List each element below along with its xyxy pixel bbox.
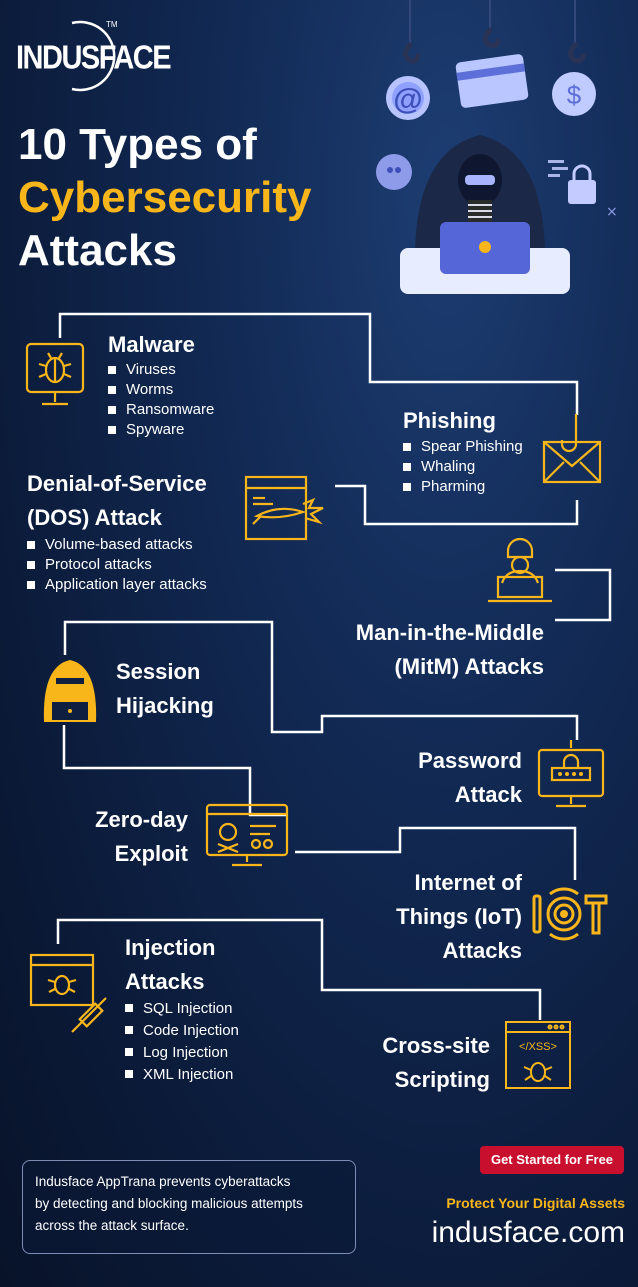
list-item: SQL Injection bbox=[125, 998, 239, 1020]
browser-rocket-icon bbox=[244, 475, 324, 541]
list-item: Ransomware bbox=[108, 400, 214, 420]
mitm-title-line2: (MitM) Attacks bbox=[394, 654, 544, 679]
list-item: Pharming bbox=[403, 477, 523, 497]
blurb-line2: by detecting and blocking malicious atte… bbox=[35, 1196, 303, 1211]
zeroday-title-line2: Exploit bbox=[114, 841, 188, 866]
dos-list: Volume-based attacks Protocol attacks Ap… bbox=[27, 535, 207, 595]
mitm-title: Man-in-the-Middle (MitM) Attacks bbox=[280, 616, 544, 684]
list-item: XML Injection bbox=[125, 1064, 239, 1086]
zeroday-title: Zero-day Exploit bbox=[40, 803, 188, 871]
blurb-line3: across the attack surface. bbox=[35, 1218, 189, 1233]
iot-title: Internet of Things (IoT) Attacks bbox=[360, 866, 522, 968]
logo-arc bbox=[71, 20, 116, 92]
mitm-title-line1: Man-in-the-Middle bbox=[355, 620, 544, 645]
iot-title-line3: Attacks bbox=[442, 938, 522, 963]
monitor-bug-icon bbox=[25, 342, 85, 406]
list-item: Protocol attacks bbox=[27, 555, 207, 575]
phishing-list: Spear Phishing Whaling Pharming bbox=[403, 437, 523, 497]
password-title-line2: Attack bbox=[454, 782, 522, 807]
trademark: TM bbox=[106, 20, 118, 29]
xss-title-line2: Scripting bbox=[394, 1067, 490, 1092]
session-title-line2: Hijacking bbox=[116, 693, 214, 718]
website-link[interactable]: indusface.com bbox=[431, 1216, 625, 1249]
malware-title: Malware bbox=[108, 332, 195, 357]
xss-title-line1: Cross-site bbox=[382, 1033, 490, 1058]
brand-name: INDUSFACE bbox=[16, 39, 172, 77]
session-title-line1: Session bbox=[116, 659, 201, 684]
page-title: 10 Types of Cybersecurity Attacks bbox=[18, 118, 311, 277]
get-started-button[interactable]: Get Started for Free bbox=[480, 1146, 624, 1174]
footer-blurb: Indusface AppTrana prevents cyberattacks… bbox=[22, 1160, 356, 1254]
browser-syringe-icon bbox=[29, 953, 107, 1033]
list-item: Worms bbox=[108, 380, 214, 400]
browser-xss-bug-icon: </XSS> bbox=[505, 1021, 571, 1089]
title-line1: 10 Types of bbox=[18, 120, 257, 169]
hooded-hacker-icon bbox=[43, 660, 97, 722]
envelope-hook-icon bbox=[542, 414, 602, 484]
list-item: Code Injection bbox=[125, 1020, 239, 1042]
hacker-laptop-icon bbox=[488, 537, 552, 603]
list-item: Viruses bbox=[108, 360, 214, 380]
phishing-title: Phishing bbox=[403, 408, 496, 433]
dos-title-line1: Denial-of-Service bbox=[27, 471, 207, 496]
malware-list: Viruses Worms Ransomware Spyware bbox=[108, 360, 214, 440]
xss-title: Cross-site Scripting bbox=[340, 1029, 490, 1097]
password-title: Password Attack bbox=[380, 744, 522, 812]
tagline: Protect Your Digital Assets bbox=[446, 1195, 625, 1211]
brand-logo: INDUSFACE TM bbox=[16, 20, 172, 92]
list-item: Application layer attacks bbox=[27, 575, 207, 595]
title-line3: Attacks bbox=[18, 226, 177, 275]
iot-icon bbox=[532, 887, 608, 941]
dos-title: Denial-of-Service (DOS) Attack bbox=[27, 467, 207, 535]
injection-list: SQL Injection Code Injection Log Injecti… bbox=[125, 998, 239, 1086]
svg-text:×: × bbox=[606, 204, 618, 220]
list-item: Spear Phishing bbox=[403, 437, 523, 457]
xss-icon-text: </XSS> bbox=[519, 1041, 557, 1053]
list-item: Spyware bbox=[108, 420, 214, 440]
list-item: Volume-based attacks bbox=[27, 535, 207, 555]
monitor-skull-icon bbox=[205, 803, 289, 867]
list-item: Whaling bbox=[403, 457, 523, 477]
session-title: Session Hijacking bbox=[116, 655, 214, 723]
blurb-line1: Indusface AppTrana prevents cyberattacks bbox=[35, 1174, 291, 1189]
title-line2: Cybersecurity bbox=[18, 173, 312, 222]
iot-title-line1: Internet of bbox=[414, 870, 522, 895]
monitor-password-icon bbox=[537, 740, 605, 808]
injection-title-line1: Injection bbox=[125, 935, 216, 960]
list-item: Log Injection bbox=[125, 1042, 239, 1064]
password-title-line1: Password bbox=[418, 748, 522, 773]
hacker-illustration-icon: @ $ × bbox=[376, 0, 618, 294]
iot-title-line2: Things (IoT) bbox=[396, 904, 522, 929]
svg-text:@: @ bbox=[393, 83, 422, 116]
zeroday-title-line1: Zero-day bbox=[95, 807, 188, 832]
injection-title-line2: Attacks bbox=[125, 969, 205, 994]
injection-title: Injection Attacks bbox=[125, 931, 215, 999]
dos-title-line2: (DOS) Attack bbox=[27, 505, 162, 530]
svg-text:$: $ bbox=[567, 80, 582, 110]
